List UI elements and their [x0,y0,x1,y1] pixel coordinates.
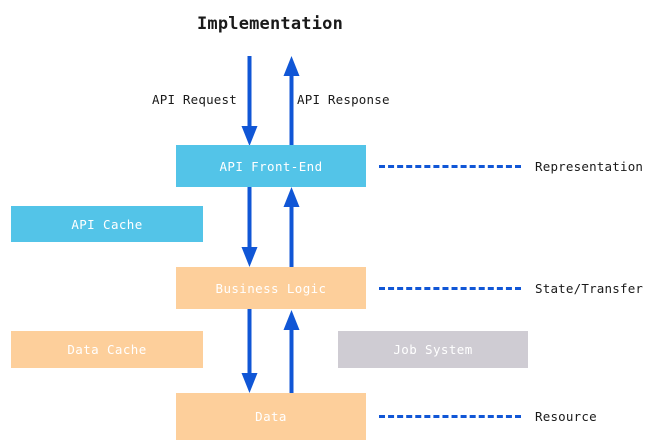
node-api-frontend[interactable]: API Front-End [176,145,366,187]
arrow-data-to-business-up [283,310,300,395]
node-job-system[interactable]: Job System [338,331,528,368]
node-api-frontend-label: API Front-End [219,158,323,174]
layer-label-resource: Resource [535,409,597,424]
page-title: Implementation [196,14,344,34]
node-api-cache-label: API Cache [71,216,143,232]
node-data-label: Data [255,409,287,424]
dashed-connector-representation [379,165,521,168]
node-data-cache[interactable]: Data Cache [11,331,203,368]
dashed-connector-state-transfer [379,287,521,290]
node-business-logic-label: Business Logic [215,280,327,296]
arrow-api-response-up [283,56,300,146]
arrow-business-to-data-down [241,308,258,393]
dashed-connector-resource [379,415,521,418]
arrow-business-to-frontend-up [283,187,300,269]
arrow-api-request-down [241,56,258,146]
arrow-frontend-to-business-down [241,185,258,267]
edge-label-api-request: API Request [152,92,237,107]
node-business-logic[interactable]: Business Logic [176,267,366,309]
layer-label-representation: Representation [535,159,644,174]
layer-label-state-transfer: State/Transfer [535,281,644,296]
node-data[interactable]: Data [176,393,366,440]
node-data-cache-label: Data Cache [67,342,147,357]
node-job-system-label: Job System [393,342,473,357]
node-api-cache[interactable]: API Cache [11,206,203,242]
edge-label-api-response: API Response [297,92,390,107]
